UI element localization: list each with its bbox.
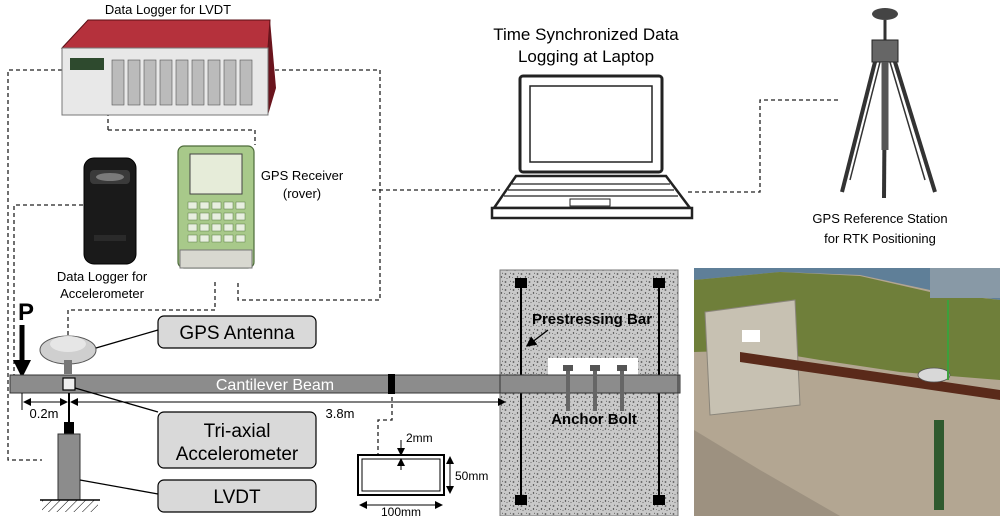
label-sec-thickness: 2mm [406, 431, 433, 445]
label-accel-line1: Tri-axial [204, 421, 271, 442]
data-logger-lvdt [60, 19, 276, 116]
lvdt-leader [79, 479, 159, 495]
label-prestressing-bar: Prestressing Bar [532, 311, 652, 328]
load-arrow [13, 325, 31, 378]
label-load-p: P [18, 299, 34, 326]
label-cantilever-beam: Cantilever Beam [216, 377, 334, 394]
beam-cross-section [357, 440, 454, 509]
label-gps-ref-line2: for RTK Positioning [824, 231, 936, 246]
prestressing-bar-pointer [525, 329, 549, 347]
label-laptop-line1: Time Synchronized Data [493, 25, 679, 44]
laptop-icon [490, 74, 694, 220]
label-sec-height: 50mm [455, 469, 488, 483]
label-gps-receiver-line1: GPS Receiver [261, 168, 344, 183]
anchor-bolts [563, 365, 627, 411]
accelerometer-sensor [62, 377, 76, 391]
label-sec-width: 100mm [381, 505, 421, 516]
beam-section-marker [388, 374, 395, 394]
gps-reference-tripod [840, 8, 937, 199]
label-data-logger-lvdt: Data Logger for LVDT [105, 2, 231, 17]
label-laptop-line2: Logging at Laptop [518, 47, 654, 66]
logger-channels [111, 59, 253, 106]
dimension-lines [21, 393, 506, 410]
gps-antenna-icon [39, 335, 97, 374]
gps-receiver-device [177, 145, 255, 269]
accelerometer-callout [157, 411, 317, 469]
beam-through-block [499, 374, 679, 394]
label-accel-line2: Accelerometer [176, 444, 299, 465]
receiver-keypad [187, 201, 246, 243]
gps-antenna-leader [95, 329, 159, 349]
label-gps-receiver-line2: (rover) [283, 186, 321, 201]
label-data-logger-acc-line1: Data Logger for [57, 269, 148, 284]
lvdt-callout [157, 479, 317, 513]
lvdt-sensor [40, 393, 100, 512]
label-gps-ref-line1: GPS Reference Station [812, 211, 947, 226]
label-dim-3-8m: 3.8m [326, 406, 355, 421]
accelerometer-logger-device [83, 157, 137, 265]
label-dim-0-2m: 0.2m [30, 406, 59, 421]
label-lvdt: LVDT [213, 487, 261, 508]
site-photo [694, 268, 1000, 516]
gps-antenna-callout [157, 315, 317, 349]
label-gps-antenna: GPS Antenna [179, 323, 295, 344]
accelerometer-leader [74, 387, 159, 413]
label-anchor-bolt: Anchor Bolt [551, 411, 637, 428]
label-data-logger-acc-line2: Accelerometer [60, 286, 144, 301]
